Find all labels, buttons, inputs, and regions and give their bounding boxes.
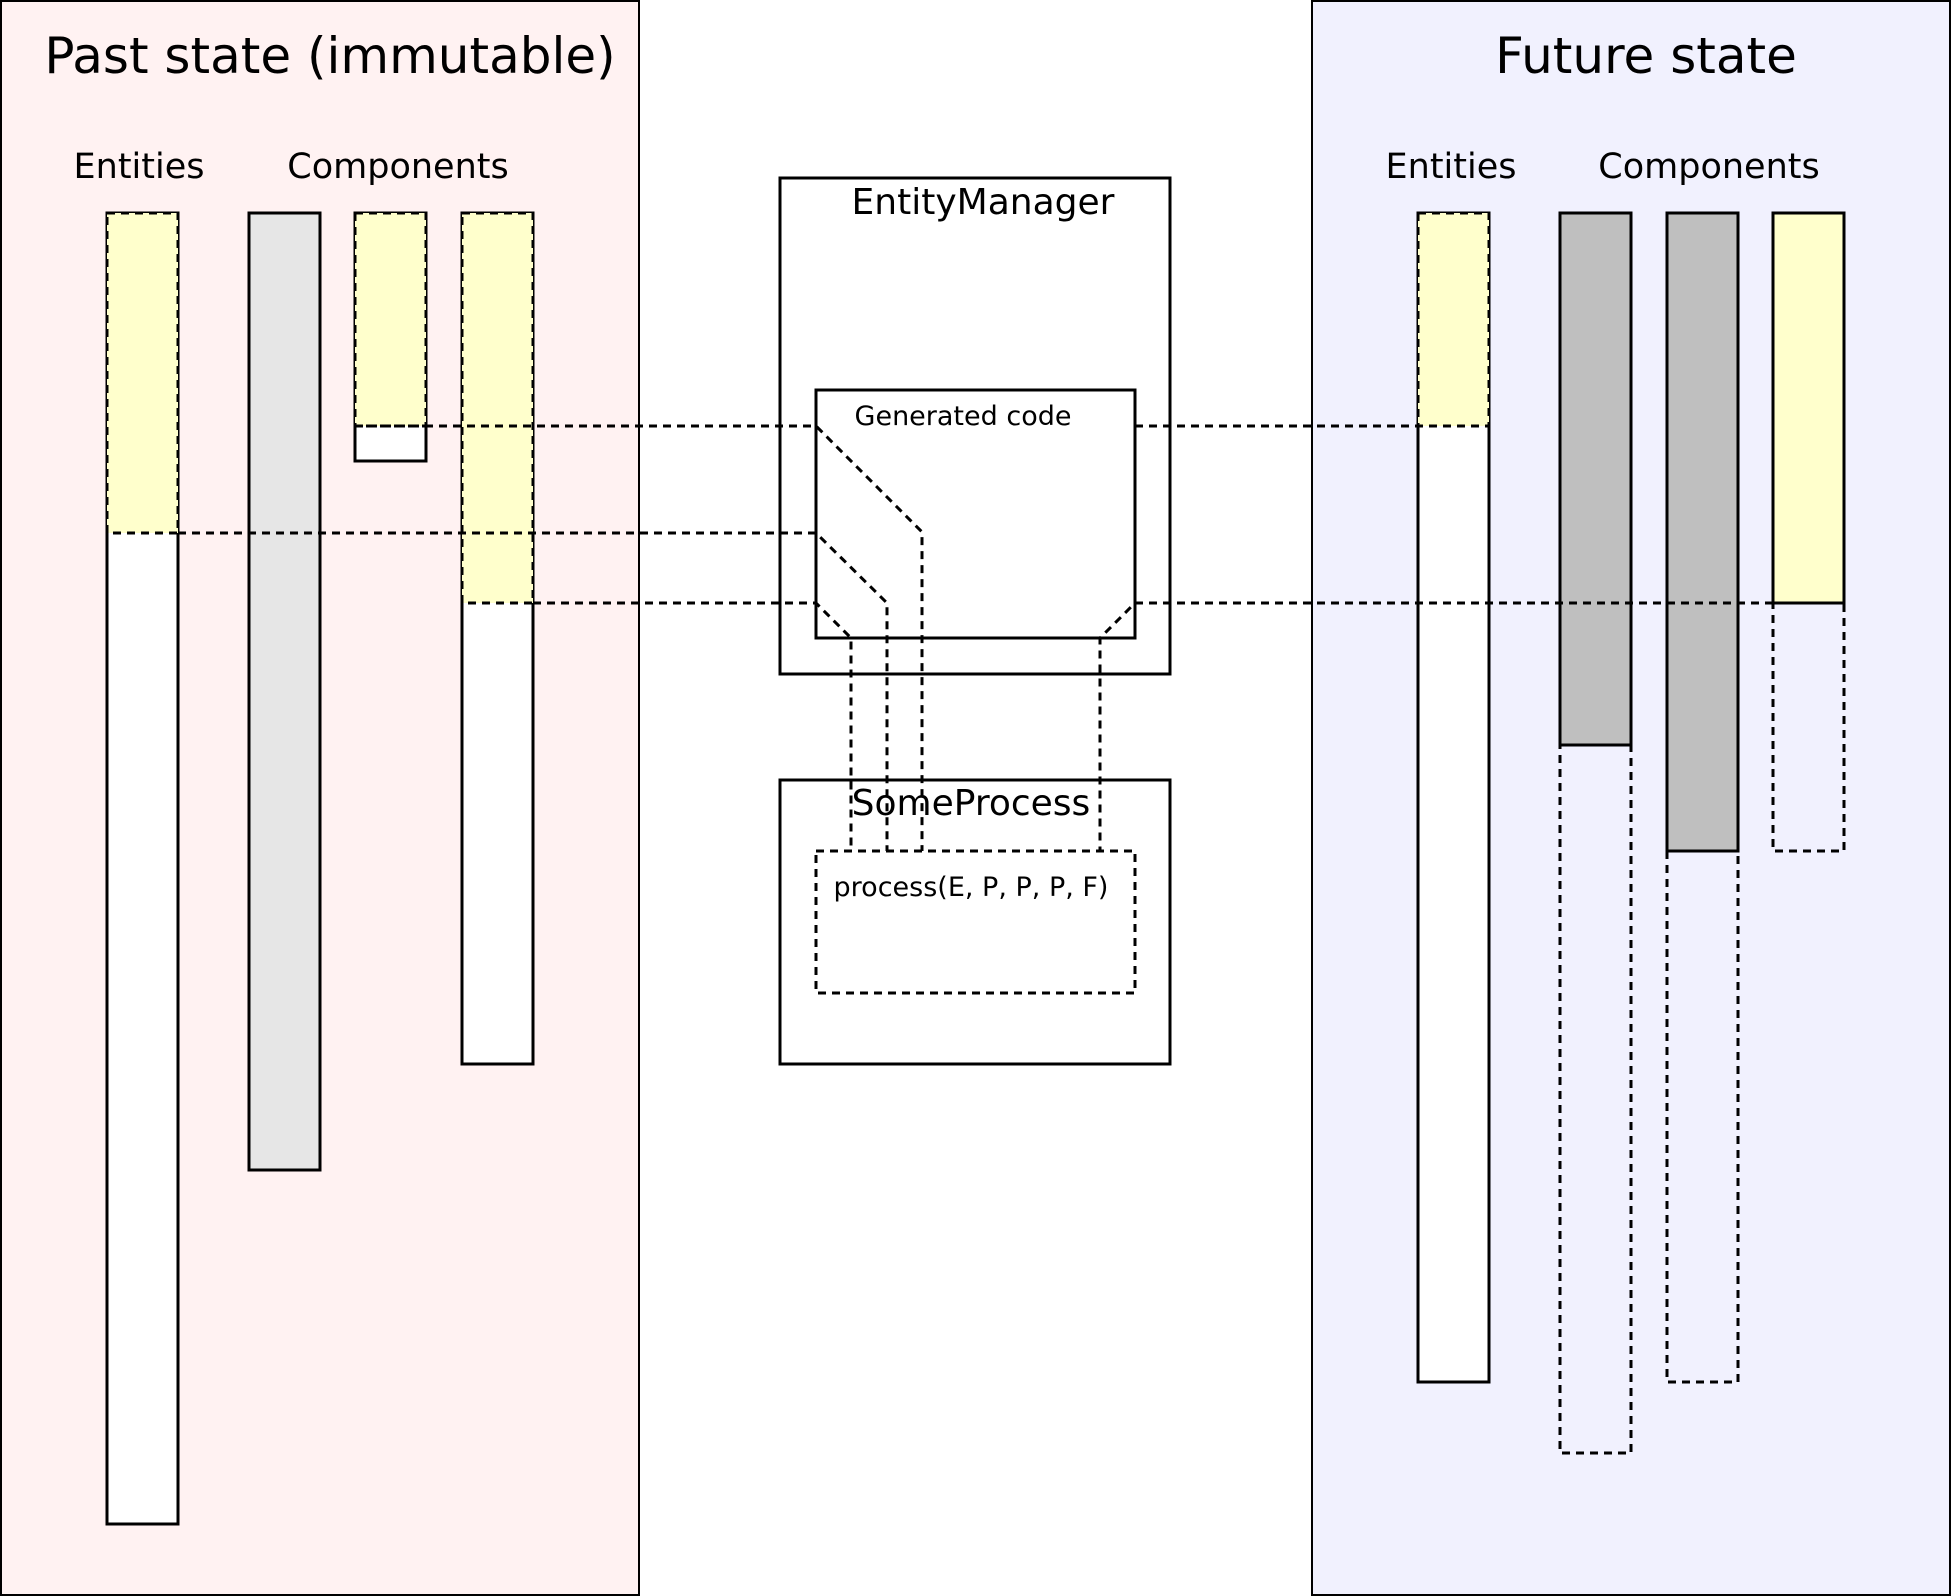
future-entities-label: Entities [1386, 147, 1517, 187]
past-entities-used-region [107, 213, 178, 533]
past-component-2-used-outline [353, 211, 428, 428]
some-process-box [778, 778, 1172, 1066]
connector-future-component-3 [1098, 601, 1773, 851]
some-process-title: SomeProcess [852, 783, 1091, 824]
future-component-1 [1558, 211, 1633, 1455]
past-component-1 [247, 211, 322, 1172]
process-call-label: process(E, P, P, P, F) [834, 872, 1109, 903]
connector-past-component-3 [533, 601, 853, 851]
past-component-2 [353, 211, 428, 463]
past-component-3 [460, 211, 535, 1066]
future-entities-used-region [1418, 213, 1489, 426]
future-component-3-used [1771, 211, 1846, 605]
future-components-label: Components [1598, 147, 1819, 187]
past-entities-column [105, 211, 180, 1526]
generated-code-box [814, 388, 1137, 640]
entity-manager-title: EntityManager [852, 182, 1115, 223]
future-component-2-used [1665, 211, 1740, 853]
future-state-panel: Future state Entities Components [1311, 0, 1951, 1596]
past-entities-label: Entities [74, 147, 205, 187]
connectors [178, 424, 1773, 851]
past-component-3-used-outline [460, 211, 535, 605]
some-process: process(E, P, P, P, F) [778, 778, 1172, 1066]
past-state-panel: Past state (immutable) Entities Componen… [0, 0, 640, 1596]
future-state-title: Future state [1495, 27, 1797, 85]
past-component-2-used-region [355, 213, 426, 426]
past-state-title: Past state (immutable) [44, 27, 615, 85]
future-component-1-used [1558, 211, 1633, 747]
process-call-box [814, 849, 1137, 995]
future-component-3 [1771, 211, 1846, 853]
future-component-2 [1665, 211, 1740, 1384]
past-component-3-used-region [462, 213, 533, 603]
entity-manager: EntityManager Generated code [778, 176, 1172, 676]
future-entities-used-outline [1416, 211, 1491, 428]
connector-past-component-2 [355, 424, 924, 851]
past-entities-used-outline [105, 211, 180, 535]
past-components-label: Components [287, 147, 508, 187]
generated-code-label: Generated code [855, 401, 1072, 432]
future-entities-column [1416, 211, 1491, 1384]
connector-past-entities [178, 531, 889, 851]
